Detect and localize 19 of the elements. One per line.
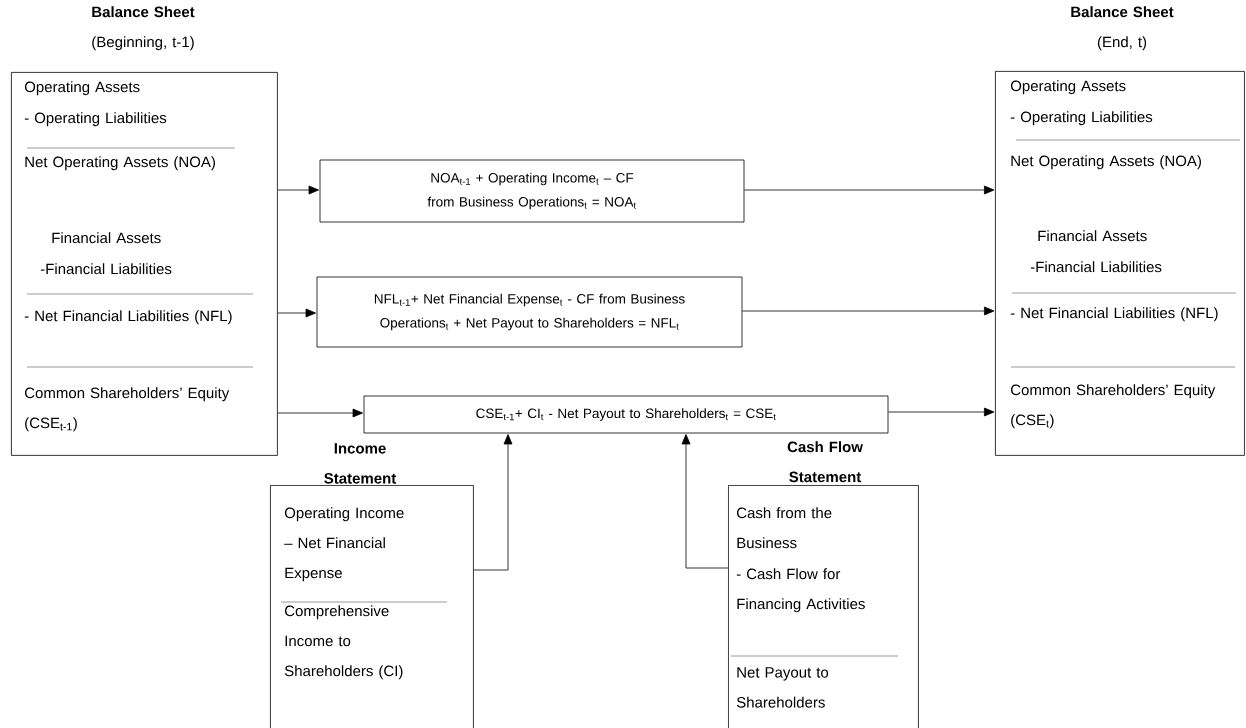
node-label: (Beginning, t-1) <box>92 36 194 51</box>
arrow <box>277 408 363 418</box>
arrow <box>277 308 316 318</box>
arrow <box>744 185 995 195</box>
equation-box: NOA$_{t-1}$ + Operating Income$_{t}$ – CF from Business Operations$_{t}$ = NOA$_{t}$ <box>319 159 745 223</box>
arrow <box>473 434 513 571</box>
arrow <box>277 185 319 195</box>
arrow <box>888 407 995 417</box>
equation-box: NFL$_{t-1}$+ Net Financial Expense$_{t}$ - CF from Business Operations$_{t}$ + Net Payout to Shareholders = NFL$_{t}$ <box>316 276 743 348</box>
node-label: Balance Sheet <box>92 6 195 18</box>
node-label: Balance Sheet <box>1071 6 1174 18</box>
equation-box: CSE$_{t-1}$+ CI$_{t}$ - Net Payout to Shareholders$_{t}$ = CSE$_{t}$ <box>363 395 889 434</box>
arrow <box>681 434 729 569</box>
node-label: Income Statement <box>324 443 397 484</box>
node-label: (End, t) <box>1097 36 1147 51</box>
statement-box: Cash Flow Statement Cash from the Business - Cash Flow for Financing Activities Net Payout to Shareholders <box>728 441 919 728</box>
balance-sheet-box: Balance Sheet (End, t) Operating Assets - Operating Liabilities Net Operating Assets (NOA) Financial Assets -Financial Liabilities - Net Financial Liabilities (NFL) Common Shareholders’ Equity (CSE$_{t}$) <box>995 6 1245 456</box>
arrow <box>742 306 995 316</box>
node-label: Cash Flow Statement <box>787 441 863 483</box>
